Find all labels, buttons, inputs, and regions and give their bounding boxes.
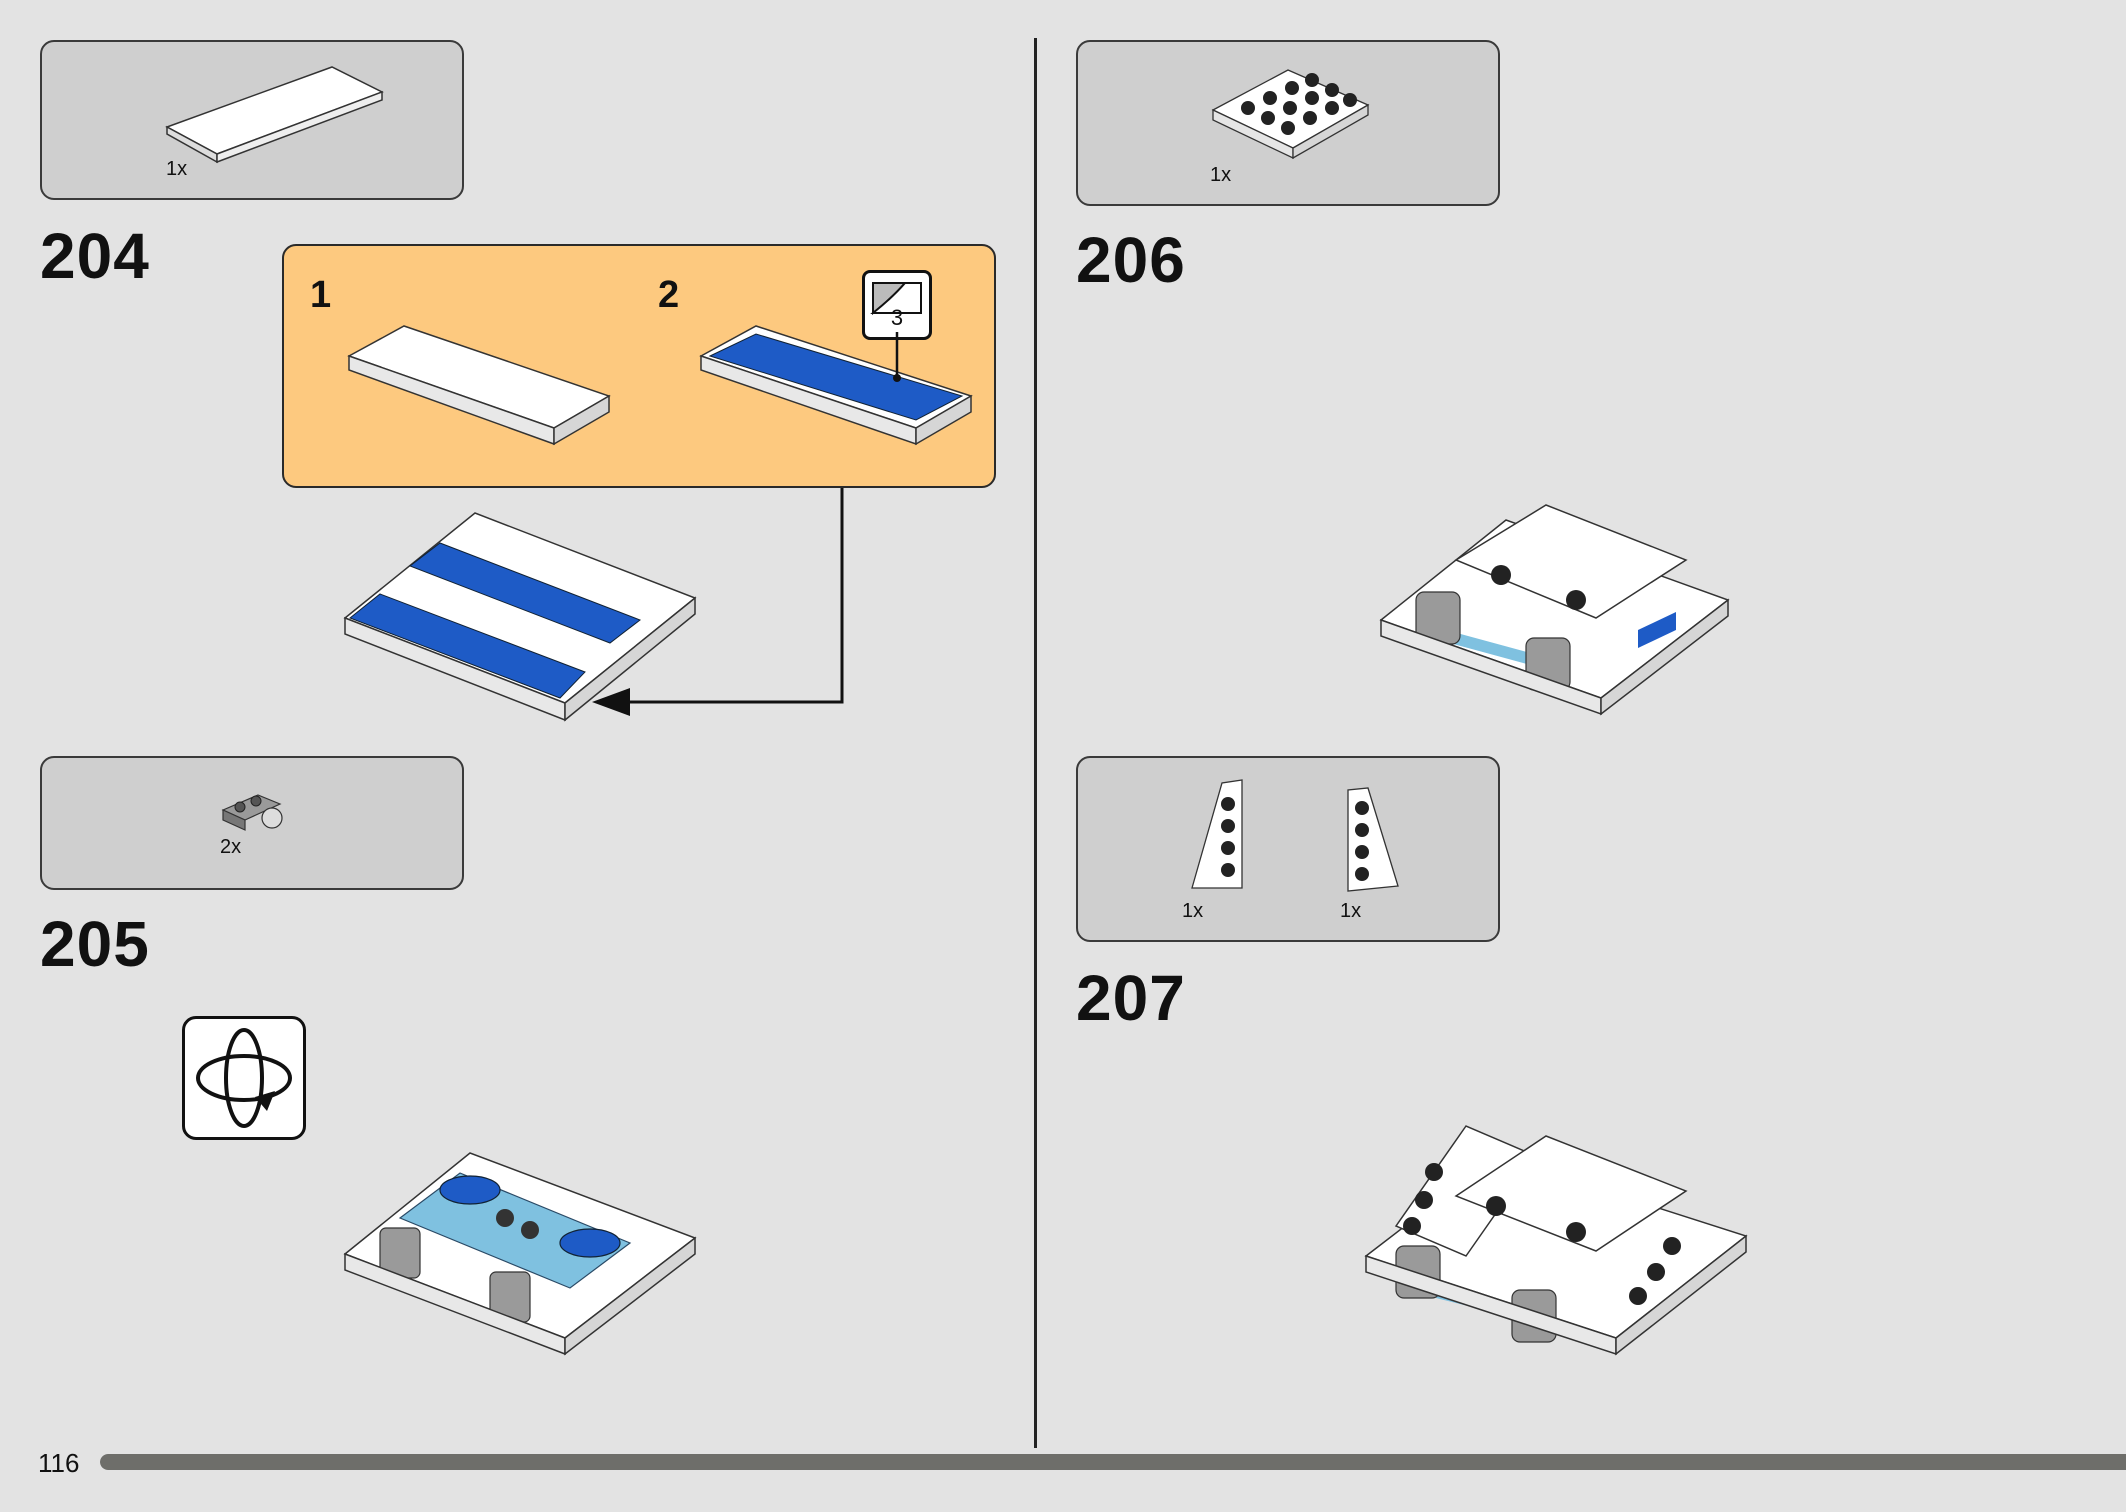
part-quantity: 2x <box>220 836 242 858</box>
sub-assembly-callout: 1 2 3 <box>282 244 996 488</box>
parts-box-step-204: 1x <box>40 40 464 200</box>
parts-box-step-207: 1x 1x <box>1076 756 1500 942</box>
white-tile-sub1 <box>347 325 611 446</box>
rotate-model-icon <box>182 1016 306 1140</box>
step-number-204: 204 <box>40 220 150 292</box>
parts-box-step-205: 2x <box>40 756 464 890</box>
page-number: 116 <box>38 1448 80 1478</box>
step-number-205: 205 <box>40 908 150 980</box>
tile-white-part <box>165 66 384 164</box>
step-204-model <box>343 512 697 722</box>
part-quantity: 1x <box>166 158 188 180</box>
hinge-plate-part <box>1211 69 1370 160</box>
sticker-icon: 3 <box>862 270 932 340</box>
bracket-gray-part <box>221 794 283 831</box>
step-number-206: 206 <box>1076 224 1186 296</box>
step-205-model <box>343 1152 697 1356</box>
sticker-number: 3 <box>890 305 904 330</box>
page-divider <box>1034 38 1037 1448</box>
step-207-model <box>1364 1125 1748 1356</box>
build-progress-fill <box>100 1454 2126 1470</box>
stickered-tile-sub2 <box>699 325 973 446</box>
sub-step-2: 2 <box>658 274 680 316</box>
part-quantity: 1x <box>1210 164 1232 186</box>
part-quantity-left: 1x <box>1182 900 1204 922</box>
step-206-model <box>1379 504 1730 716</box>
wedge-plate-right-part <box>1347 787 1399 892</box>
build-progress-bar <box>100 1454 2126 1470</box>
wedge-plate-left-part <box>1191 779 1243 889</box>
step-number-207: 207 <box>1076 962 1186 1034</box>
parts-box-step-206: 1x <box>1076 40 1500 206</box>
sub-step-1: 1 <box>310 274 332 316</box>
part-quantity-right: 1x <box>1340 900 1362 922</box>
